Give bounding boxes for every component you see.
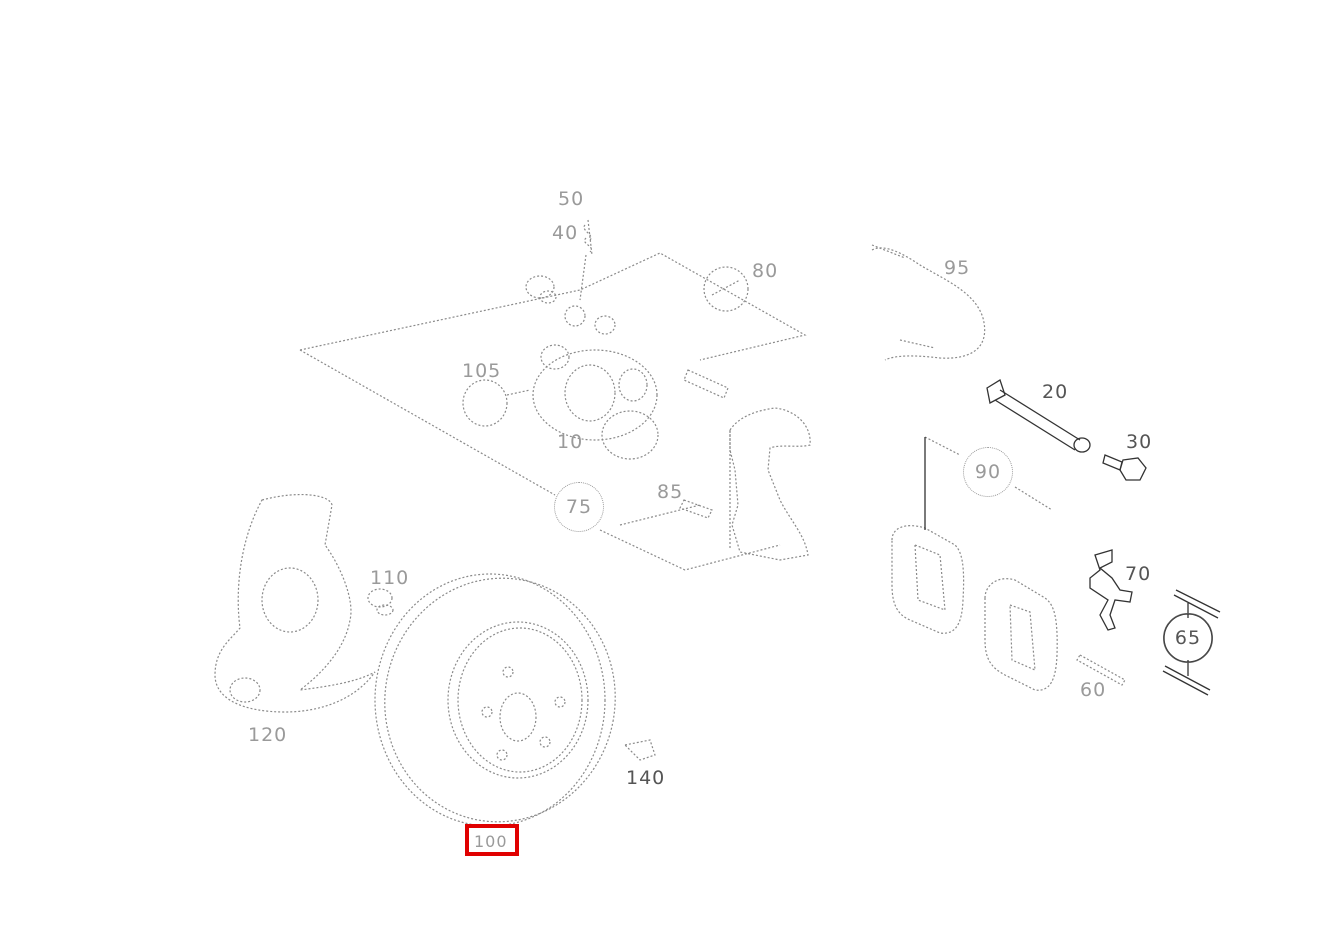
callout-75[interactable]: 75: [554, 482, 604, 532]
splash-shield-icon: [214, 494, 376, 713]
brake-disc-icon: [374, 573, 616, 827]
callout-105[interactable]: 105: [462, 360, 502, 382]
guide-pin-sleeve-icon: [683, 369, 729, 399]
callout-100[interactable]: 100: [474, 832, 508, 851]
brake-pad-inner-icon: [891, 525, 965, 634]
guide-pin-icon: [986, 379, 1091, 453]
dust-cap-icon: [703, 266, 749, 312]
bracket-bolt-icon: [679, 499, 713, 519]
guide-bushing-icon: [525, 275, 557, 304]
callout-65[interactable]: 65: [1163, 613, 1213, 663]
selected-callout-highlight: [465, 824, 519, 856]
callout-10[interactable]: 10: [557, 431, 584, 453]
brake-pad-outer-icon: [984, 578, 1058, 691]
callout-90[interactable]: 90: [963, 447, 1013, 497]
disc-screw-icon: [623, 739, 656, 761]
shield-bolt-icon: [367, 588, 394, 616]
callout-95[interactable]: 95: [944, 257, 971, 279]
callout-120[interactable]: 120: [248, 724, 288, 746]
anti-rattle-spring-icon: [1089, 549, 1133, 631]
callout-70[interactable]: 70: [1125, 563, 1152, 585]
brake-caliper-icon: [532, 305, 659, 460]
guide-bolt-icon: [1102, 454, 1147, 481]
brake-hose-icon: [871, 244, 986, 361]
callout-60[interactable]: 60: [1080, 679, 1107, 701]
caliper-leader-lines: [299, 252, 807, 571]
callout-140[interactable]: 140: [626, 767, 666, 789]
callout-30[interactable]: 30: [1126, 431, 1153, 453]
retaining-pin-icon: [1076, 654, 1126, 686]
callout-110[interactable]: 110: [370, 567, 410, 589]
callout-20[interactable]: 20: [1042, 381, 1069, 403]
bleeder-screw-icon: [579, 219, 593, 301]
piston-seal-icon: [462, 379, 531, 427]
caliper-bracket-icon: [729, 407, 811, 561]
callout-50[interactable]: 50: [558, 188, 585, 210]
callout-40[interactable]: 40: [552, 222, 579, 244]
callout-80[interactable]: 80: [752, 260, 779, 282]
pad-kit-leader-lines: [924, 436, 1053, 511]
callout-85[interactable]: 85: [657, 481, 684, 503]
